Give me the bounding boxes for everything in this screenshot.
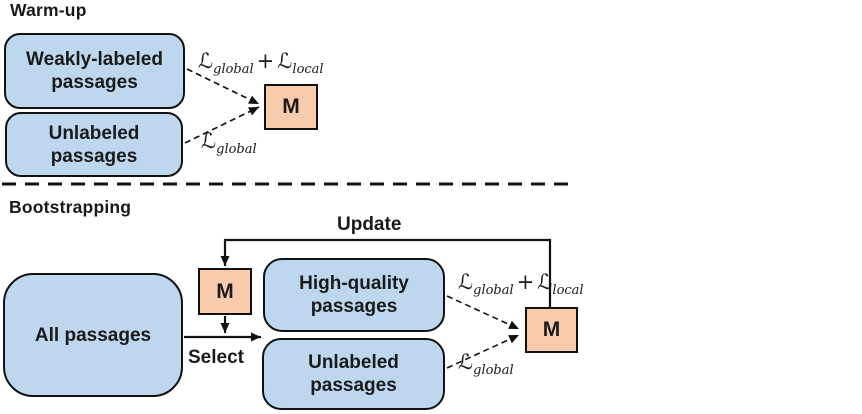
model-box-trained: M bbox=[525, 307, 578, 353]
update-label: Update bbox=[337, 214, 402, 235]
script-l-glyph: ℒ bbox=[198, 49, 214, 73]
warmup-unlabeled-to-model-arrow bbox=[184, 106, 260, 144]
weakly-labeled-passages-box: Weakly-labeled passages bbox=[4, 33, 185, 109]
warmup-loss-global-label: ℒglobal bbox=[201, 129, 257, 158]
local-subscript: local bbox=[292, 62, 324, 78]
warmup-section-title: Warm-up bbox=[10, 0, 87, 20]
unlabeled-passages-box-bootstrap: Unlabeled passages bbox=[262, 338, 445, 410]
warmup-weakly-to-model-arrow bbox=[186, 68, 260, 105]
high-quality-passages-box: High-quality passages bbox=[263, 258, 445, 332]
plus-sign: + bbox=[516, 270, 535, 294]
select-label: Select bbox=[188, 347, 244, 368]
update-arrow bbox=[220, 238, 552, 307]
global-subscript: global bbox=[473, 363, 514, 379]
warmup-loss-combined-label: ℒglobal+ℒlocal bbox=[198, 49, 324, 78]
script-l-glyph: ℒ bbox=[458, 270, 474, 294]
bootstrap-unlabeled-to-model-arrow bbox=[446, 334, 520, 369]
global-subscript: global bbox=[213, 62, 254, 78]
all-passages-box: All passages bbox=[3, 273, 183, 397]
script-l-glyph: ℒ bbox=[458, 350, 474, 374]
model-box-warmup: M bbox=[264, 84, 318, 130]
bootstrap-loss-global-label: ℒglobal bbox=[458, 350, 514, 379]
script-l-glyph: ℒ bbox=[201, 129, 217, 153]
bootstrap-highquality-to-model-arrow bbox=[446, 295, 520, 330]
model-box-selector: M bbox=[198, 268, 252, 315]
global-subscript: global bbox=[216, 142, 257, 158]
plus-sign: + bbox=[256, 49, 275, 73]
local-subscript: local bbox=[552, 283, 584, 299]
bootstrap-loss-combined-label: ℒglobal+ℒlocal bbox=[458, 270, 584, 299]
bootstrapping-section-title: Bootstrapping bbox=[9, 197, 132, 217]
script-l-glyph: ℒ bbox=[277, 49, 293, 73]
script-l-glyph: ℒ bbox=[537, 270, 553, 294]
global-subscript: global bbox=[473, 283, 514, 299]
unlabeled-passages-box-warmup: Unlabeled passages bbox=[5, 112, 183, 177]
